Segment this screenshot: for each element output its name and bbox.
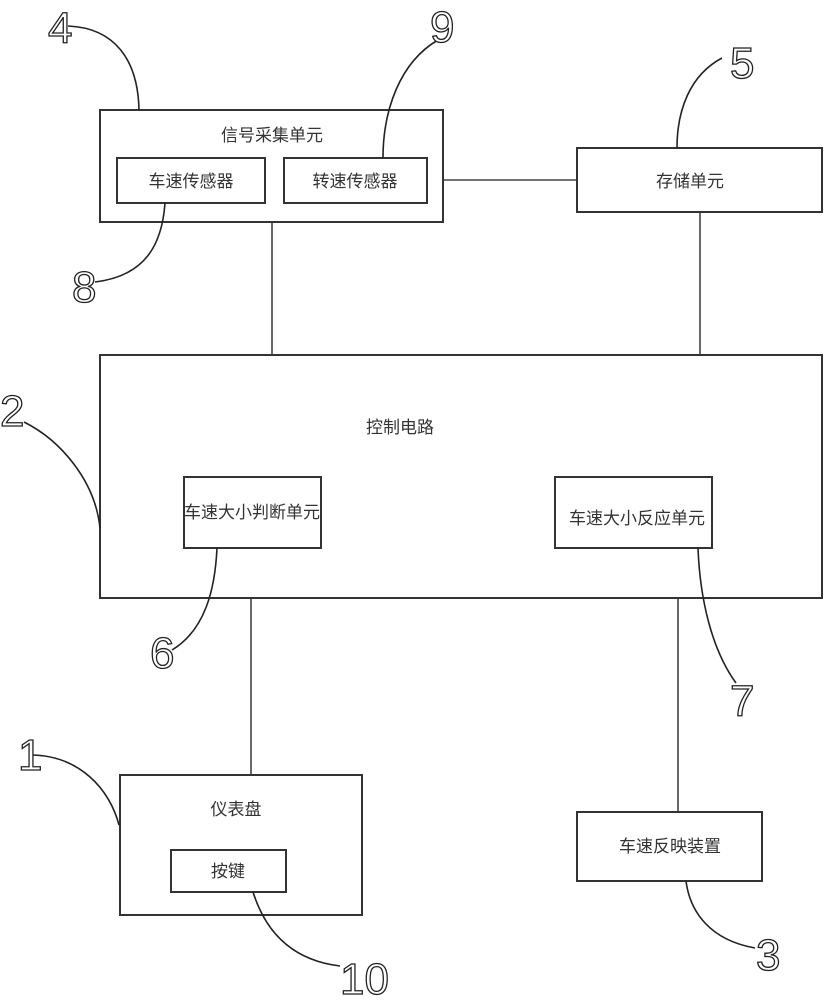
speed-judge-unit-block: 车速大小判断单元 xyxy=(183,476,322,549)
ref-numeral-5: 5 xyxy=(730,39,754,88)
ref-numeral-10: 10 xyxy=(340,955,389,1000)
speed-reflection-device-box xyxy=(576,811,763,882)
storage-unit-box xyxy=(576,147,823,213)
ref-numeral-2: 2 xyxy=(0,387,24,436)
storage-unit-block: 存储单元 xyxy=(576,147,823,213)
speed-judge-unit-box xyxy=(183,476,322,549)
key-button-label: 按键 xyxy=(211,862,245,882)
ref-numeral-4: 4 xyxy=(48,4,72,53)
leader-line-10 xyxy=(252,891,341,967)
control-circuit-block: 控制电路 车速大小判断单元 车速大小反应单元 xyxy=(99,354,823,599)
key-button-box xyxy=(170,849,287,893)
leader-line-3 xyxy=(685,880,756,949)
vehicle-speed-sensor-label: 车速传感器 xyxy=(149,172,234,192)
vehicle-speed-sensor-block: 车速传感器 xyxy=(116,157,266,204)
speed-reflection-device-label: 车速反映装置 xyxy=(619,837,721,857)
leader-line-4 xyxy=(67,25,140,111)
speed-judge-unit-label: 车速大小判断单元 xyxy=(184,503,320,523)
ref-numeral-9: 9 xyxy=(430,3,454,52)
ref-numeral-3: 3 xyxy=(756,931,780,980)
leader-line-2 xyxy=(23,421,101,529)
leader-line-5 xyxy=(676,57,723,149)
leader-line-8 xyxy=(94,202,166,283)
signal-unit-block: 信号采集单元 车速传感器 转速传感器 xyxy=(99,109,444,223)
control-circuit-label: 控制电路 xyxy=(366,418,434,438)
rotation-speed-sensor-label: 转速传感器 xyxy=(313,172,398,192)
speed-reaction-unit-box xyxy=(554,476,713,549)
ref-numeral-1: 1 xyxy=(18,731,42,780)
rotation-speed-sensor-box xyxy=(283,157,428,204)
speed-reaction-unit-block: 车速大小反应单元 xyxy=(554,476,713,549)
key-button-block: 按键 xyxy=(170,849,287,893)
signal-unit-label: 信号采集单元 xyxy=(221,126,323,146)
dashboard-box xyxy=(119,774,363,916)
speed-reaction-unit-label: 车速大小反应单元 xyxy=(569,509,705,529)
leader-line-1 xyxy=(29,754,120,826)
leader-line-6 xyxy=(171,547,218,651)
dashboard-block: 仪表盘 按键 xyxy=(119,774,363,916)
leader-line-7 xyxy=(697,547,737,684)
storage-unit-label: 存储单元 xyxy=(656,172,724,192)
dashboard-label: 仪表盘 xyxy=(211,800,262,820)
rotation-speed-sensor-block: 转速传感器 xyxy=(283,157,428,204)
vehicle-speed-sensor-box xyxy=(116,157,266,204)
ref-numeral-6: 6 xyxy=(150,629,174,678)
leader-line-9 xyxy=(382,39,439,159)
ref-numeral-7: 7 xyxy=(730,677,754,726)
ref-numeral-8: 8 xyxy=(72,263,96,312)
speed-reflection-device-block: 车速反映装置 xyxy=(576,811,763,882)
